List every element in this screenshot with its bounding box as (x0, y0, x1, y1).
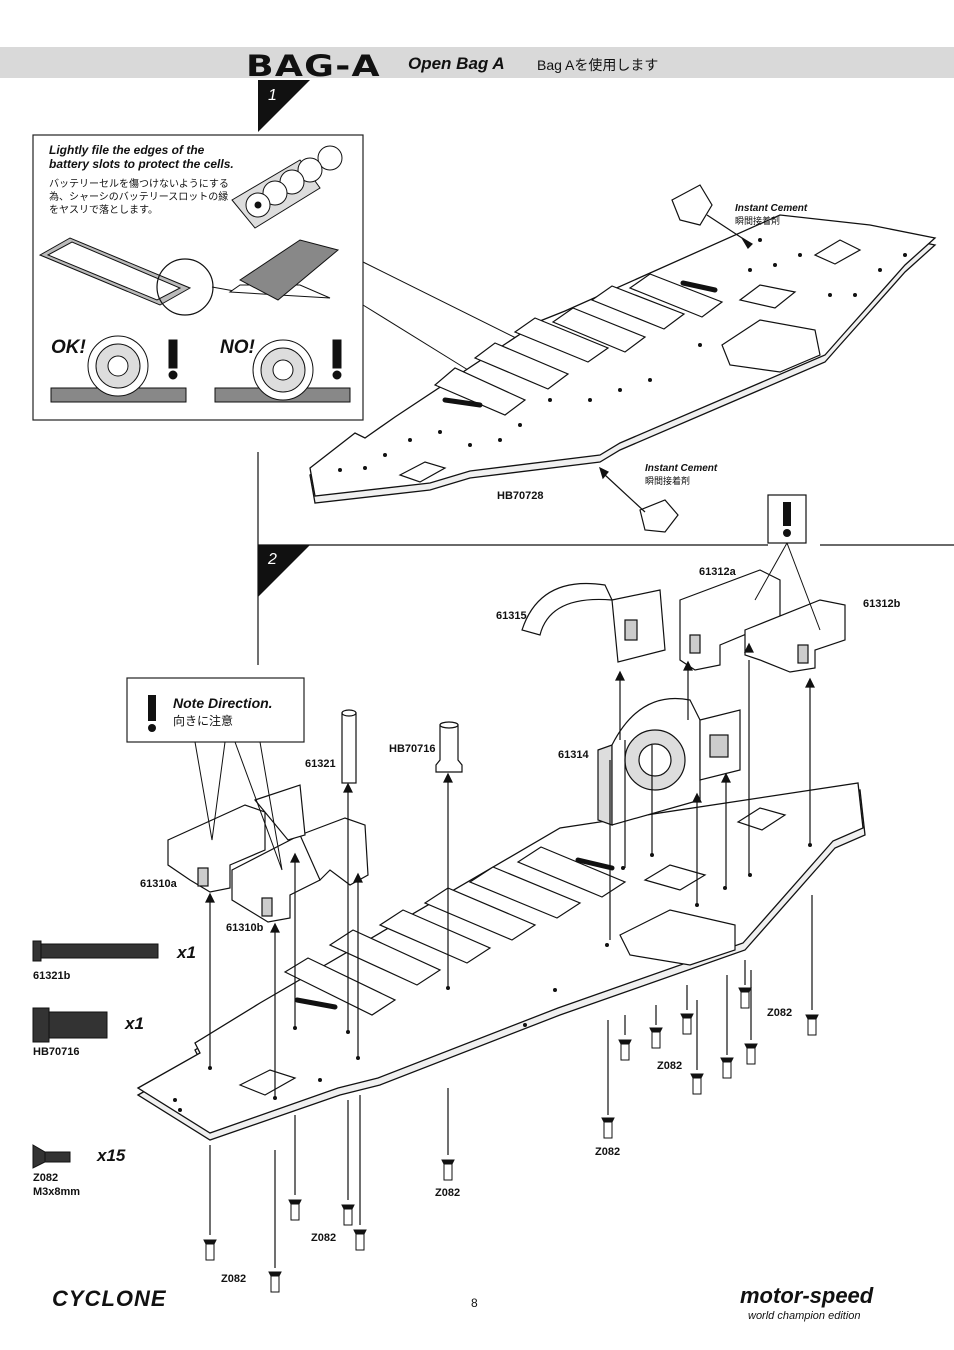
cyclone-logo: CYCLONE (52, 1286, 167, 1311)
bushing-hb70716-icon (32, 1007, 108, 1043)
bag-item-hb70716-qty: x1 (125, 1014, 144, 1033)
bag-item-61321b-label: 61321b (33, 970, 71, 982)
header-band (0, 47, 954, 78)
plate-closeup (38, 237, 340, 316)
screw-label: Z082 (767, 1007, 793, 1019)
shaft-61321b-icon (32, 940, 159, 962)
note-direction-en: Note Direction. (173, 695, 273, 711)
note-direction-jp: 向きに注意 (173, 714, 234, 728)
screw-label: Z082 (435, 1187, 461, 1199)
cement-en-top: Instant Cement (735, 203, 808, 214)
inset-jp-line-2: 為、シャーシのバッテリースロットの縁 (49, 192, 229, 203)
cement-jp-top: 瞬間接着剤 (735, 216, 781, 226)
note-box (126, 677, 305, 743)
motor-speed-logo: motor-speed (740, 1283, 874, 1308)
part-label-61310a: 61310a (140, 878, 177, 890)
screw-icons (203, 987, 819, 1293)
ok-label: OK! (51, 337, 86, 358)
screw-z082-icon (32, 1144, 71, 1169)
part-label-61312a: 61312a (699, 566, 736, 578)
mount-61310a (167, 804, 266, 893)
page-number: 8 (471, 1296, 478, 1310)
bag-title: BAG-A (246, 49, 381, 83)
inset-en-line-1: Lightly file the edges of the (49, 143, 205, 157)
bag-item-z082-size: M3x8mm (33, 1186, 81, 1198)
mount-61312a (679, 569, 781, 671)
screw-label: Z082 (311, 1232, 337, 1244)
bag-jp-label: Bag Aを使用します (537, 57, 659, 73)
cement-jp-bottom: 瞬間接着剤 (645, 476, 691, 486)
part-label-61310b: 61310b (226, 922, 264, 934)
motor-plate-61315 (521, 582, 666, 663)
screw-label: Z082 (657, 1060, 683, 1072)
bag-item-hb70716-label: HB70716 (33, 1046, 80, 1058)
cement-label-top: Instant Cement 瞬間接着剤 (735, 203, 807, 227)
step-2-number: 2 (268, 551, 277, 568)
step-2-flag (258, 545, 310, 597)
inset-instruction-en: Lightly file the edges of the battery sl… (49, 143, 234, 171)
cement-bottle-top (671, 184, 753, 249)
bag-item-z082-qty: x15 (97, 1146, 126, 1165)
part-label-61312b: 61312b (863, 598, 901, 610)
cement-label-bottom: Instant Cement 瞬間接着剤 (645, 463, 717, 487)
bag-item-61321b-qty: x1 (177, 943, 196, 962)
inset-jp-line-1: バッテリーセルを傷つけないようにする (49, 179, 229, 190)
chassis-holes-step1 (338, 238, 907, 472)
no-label: NO! (220, 337, 255, 358)
part-label-61314: 61314 (558, 749, 589, 761)
ok-illustration (50, 335, 187, 403)
step-1-flag (258, 80, 310, 132)
mount-61312b (744, 599, 846, 673)
part-label-hb70728: HB70728 (497, 490, 544, 502)
cement-en-bottom: Instant Cement (645, 463, 718, 474)
bushing-hb70716 (435, 721, 463, 773)
post-61321 (341, 709, 357, 784)
part-label-61315: 61315 (496, 610, 527, 622)
screw-label: Z082 (595, 1146, 621, 1158)
cement-bottle-bottom (599, 466, 679, 533)
motor-speed-subtitle: world champion edition (748, 1310, 861, 1322)
bag-item-z082-label: Z082 (33, 1172, 59, 1184)
mount-center-61310 (253, 784, 369, 886)
inset-jp-line-3: をヤスリで落とします。 (49, 205, 158, 216)
motor-mount-61314 (597, 697, 741, 826)
part-label-hb70716: HB70716 (389, 743, 436, 755)
screw-lines (209, 895, 813, 1268)
battery-pack-icon (231, 145, 343, 229)
step-1-number: 1 (268, 87, 277, 104)
part-label-61321: 61321 (305, 758, 336, 770)
open-bag-label: Open Bag A (408, 54, 505, 73)
assembly-arrows (205, 642, 815, 1098)
inset-instruction-jp: バッテリーセルを傷つけないようにする 為、シャーシのバッテリースロットの縁 をヤ… (49, 178, 229, 217)
screw-label: Z082 (221, 1273, 247, 1285)
no-illustration (214, 339, 351, 403)
inset-en-line-2: battery slots to protect the cells. (49, 157, 234, 171)
